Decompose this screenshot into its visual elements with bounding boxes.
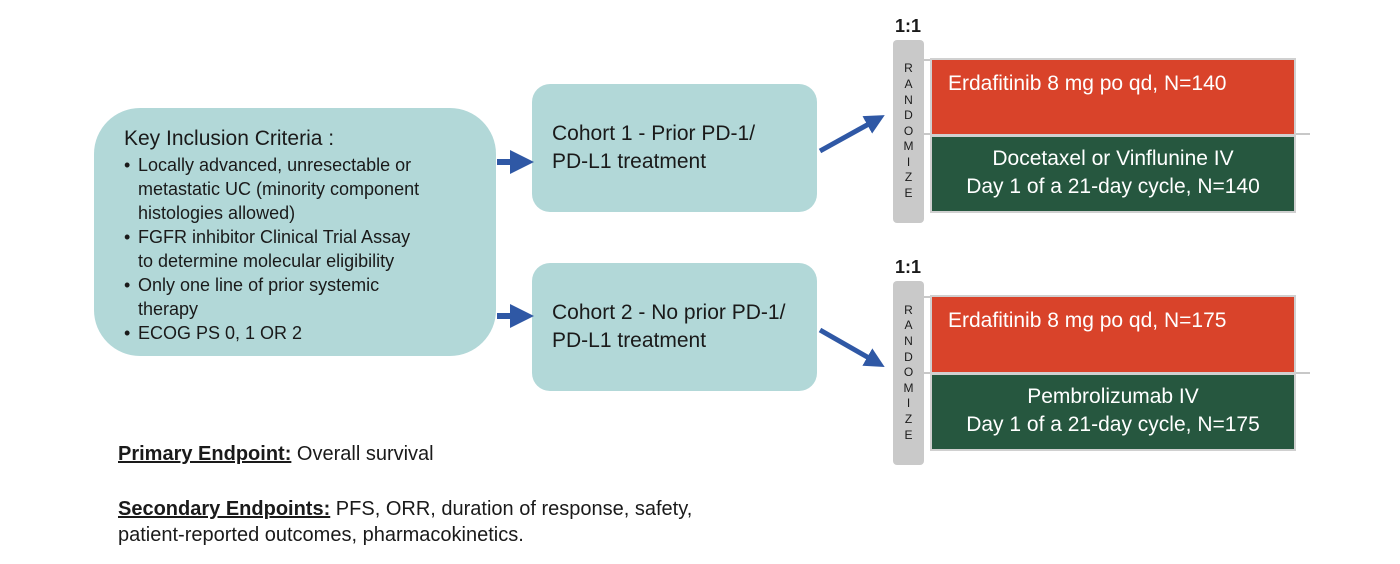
cohort-1-experimental-text: Erdafitinib 8 mg po qd, N=140	[948, 72, 1227, 95]
cohort-2-experimental-arm: Erdafitinib 8 mg po qd, N=175	[930, 295, 1296, 374]
arm-connector	[924, 59, 932, 61]
cohort-1-line2: PD-L1 treatment	[552, 150, 707, 173]
randomize-letter: D	[904, 108, 913, 123]
randomize-letter: M	[903, 380, 914, 395]
randomize-letter: D	[904, 349, 913, 364]
cohort-2-control-line2: Day 1 of a 21-day cycle, N=175	[966, 413, 1260, 436]
randomize-letter: N	[904, 92, 913, 107]
randomize-bar-2: R A N D O M I Z E	[893, 281, 924, 465]
randomize-letter: E	[904, 427, 913, 442]
cohort-1-box: Cohort 1 - Prior PD-1/ PD-L1 treatment	[532, 84, 817, 212]
randomize-letter: A	[904, 318, 913, 333]
ratio-label-1: 1:1	[895, 16, 922, 36]
cohort-2-experimental-text: Erdafitinib 8 mg po qd, N=175	[948, 309, 1227, 332]
primary-endpoint-text: Overall survival	[291, 443, 434, 465]
secondary-endpoints: Secondary Endpoints: PFS, ORR, duration …	[118, 496, 692, 548]
cohort-2-control-arm: Pembrolizumab IV Day 1 of a 21-day cycle…	[930, 373, 1296, 451]
randomize-letter: I	[906, 154, 911, 169]
arrow-cohort2-to-randomize	[818, 327, 885, 367]
primary-endpoint-label: Primary Endpoint:	[118, 443, 292, 465]
criterion-line: therapy	[138, 299, 199, 319]
inclusion-criteria-list: Locally advanced, unresectable or metast…	[124, 153, 478, 345]
inclusion-criteria-title: Key Inclusion Criteria :	[124, 127, 335, 150]
secondary-endpoints-text-2: patient-reported outcomes, pharmacokinet…	[118, 524, 524, 546]
randomize-letter: O	[903, 365, 914, 380]
arm-connector	[924, 296, 932, 298]
cohort-1-control-arm: Docetaxel or Vinflunine IV Day 1 of a 21…	[930, 135, 1296, 213]
randomize-letter: I	[906, 396, 911, 411]
randomize-letter: R	[904, 302, 913, 317]
cohort-2-control-line1: Pembrolizumab IV	[1027, 385, 1199, 408]
cohort-1-control-line1: Docetaxel or Vinflunine IV	[992, 147, 1234, 170]
criterion-item: FGFR inhibitor Clinical Trial Assay to d…	[124, 225, 478, 273]
secondary-endpoints-text: PFS, ORR, duration of response, safety,	[330, 498, 693, 520]
criterion-line: ECOG PS 0, 1 OR 2	[138, 323, 303, 343]
criterion-line: to determine molecular eligibility	[138, 251, 395, 271]
randomize-letter: Z	[904, 170, 913, 185]
cohort-2-line1: Cohort 2 - No prior PD-1/	[552, 301, 786, 324]
arrow-cohort1-to-randomize	[818, 115, 885, 154]
criterion-line: histologies allowed)	[138, 203, 296, 223]
cohort-1-experimental-arm: Erdafitinib 8 mg po qd, N=140	[930, 58, 1296, 136]
randomize-letter: O	[903, 123, 914, 138]
criterion-item: Only one line of prior systemic therapy	[124, 273, 478, 321]
criterion-line: Only one line of prior systemic	[138, 275, 380, 295]
cohort-2-line2: PD-L1 treatment	[552, 329, 707, 352]
criterion-item: Locally advanced, unresectable or metast…	[124, 153, 478, 225]
randomize-letter: E	[904, 186, 913, 201]
criterion-line: FGFR inhibitor Clinical Trial Assay	[138, 227, 411, 247]
secondary-endpoints-label: Secondary Endpoints:	[118, 498, 331, 520]
inclusion-criteria-box: Key Inclusion Criteria : Locally advance…	[94, 108, 496, 356]
randomize-letter: A	[904, 76, 913, 91]
randomize-bar-1: R A N D O M I Z E	[893, 40, 924, 223]
criterion-line: Locally advanced, unresectable or	[138, 155, 412, 175]
criterion-item: ECOG PS 0, 1 OR 2	[124, 321, 478, 345]
cohort-1-line1: Cohort 1 - Prior PD-1/	[552, 122, 756, 145]
criterion-line: metastatic UC (minority component	[138, 179, 420, 199]
ratio-label-2: 1:1	[895, 257, 922, 277]
cohort-1-control-line2: Day 1 of a 21-day cycle, N=140	[966, 175, 1260, 198]
randomize-letter: N	[904, 334, 913, 349]
randomize-letter: M	[903, 139, 914, 154]
randomize-letter: Z	[904, 411, 913, 426]
primary-endpoint: Primary Endpoint: Overall survival	[118, 441, 434, 467]
cohort-2-box: Cohort 2 - No prior PD-1/ PD-L1 treatmen…	[532, 263, 817, 391]
randomize-letter: R	[904, 61, 913, 76]
